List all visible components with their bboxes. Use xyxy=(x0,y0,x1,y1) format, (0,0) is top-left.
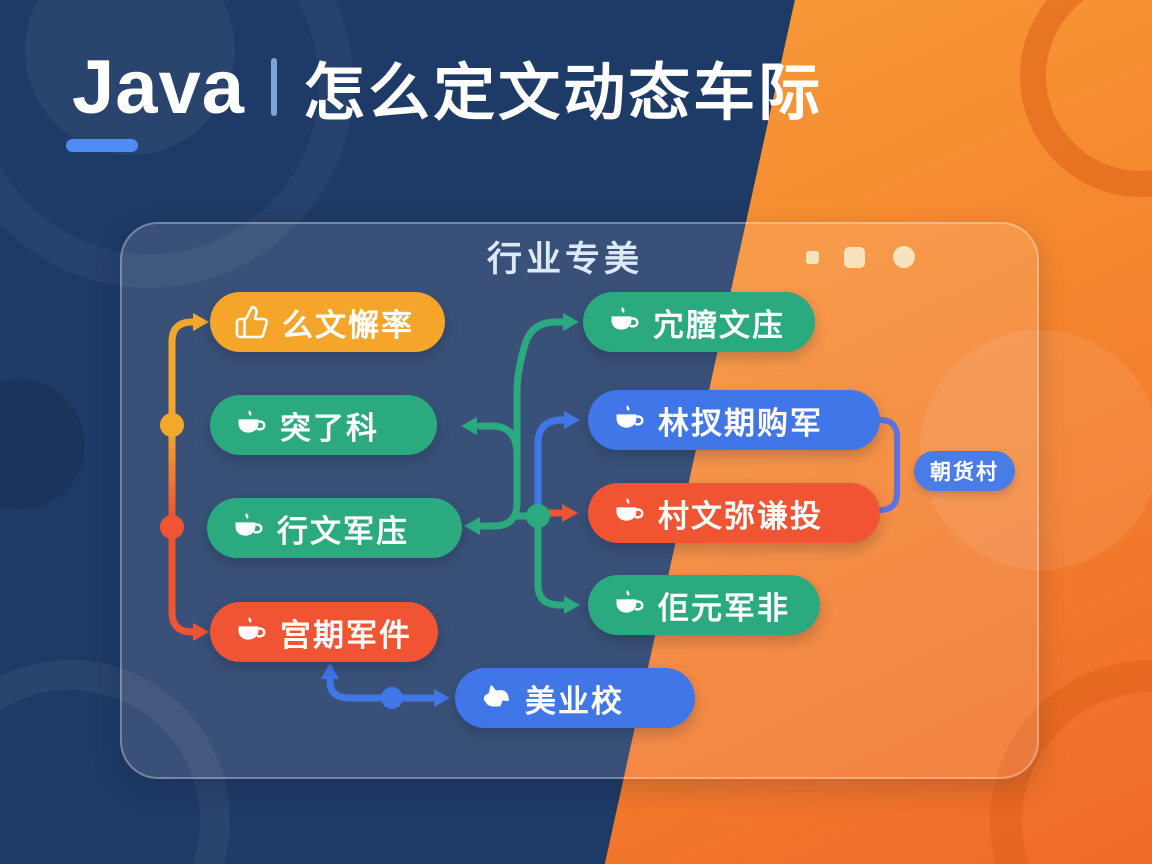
flow-node-5[interactable]: 宂膪文庒 xyxy=(583,292,815,352)
flow-node-4[interactable]: 宫期军件 xyxy=(210,602,438,662)
arrowhead xyxy=(464,517,480,535)
arrowhead xyxy=(564,411,580,429)
flow-node-1[interactable]: 么文懈率 xyxy=(210,292,445,352)
title-divider xyxy=(271,58,278,116)
title-underline xyxy=(66,139,138,152)
arrowhead xyxy=(461,417,477,435)
arrowhead xyxy=(193,313,209,331)
coffee-cup-icon xyxy=(238,617,266,640)
flow-node-label: 宂膪文庒 xyxy=(653,307,785,343)
connector-blue-up xyxy=(534,416,568,518)
flow-node-2[interactable]: 突了科 xyxy=(210,395,437,455)
thumbs-up-icon xyxy=(235,305,268,339)
flow-node-label: 村文弥谦投 xyxy=(658,498,823,534)
edge-label-tag: 朝货村 xyxy=(914,451,1015,491)
arrowhead xyxy=(563,313,579,331)
coffee-cup-icon xyxy=(611,307,639,330)
window-controls xyxy=(806,243,926,271)
panel-title: 行业专美 xyxy=(487,240,644,279)
edge-label-text: 朝货村 xyxy=(930,461,999,484)
flow-node-7[interactable]: 村文弥谦投 xyxy=(588,483,880,543)
flow-node-label: 林扠期购军 xyxy=(658,405,823,441)
window-control-circle-icon[interactable] xyxy=(893,246,915,268)
coffee-cup-icon xyxy=(235,513,263,536)
dog-icon xyxy=(483,685,509,707)
connector-green-branch xyxy=(476,422,521,459)
flow-node-3[interactable]: 行文军庒 xyxy=(207,498,462,558)
page-header: Java 怎么定文动态车际 xyxy=(72,42,823,132)
window-control-small-square-icon[interactable] xyxy=(806,250,819,264)
flow-node-6[interactable]: 林扠期购军 xyxy=(588,390,880,450)
junction-dot-red xyxy=(160,515,184,539)
connector-green-down xyxy=(534,514,568,609)
junction-dot-orange xyxy=(160,413,184,437)
flow-node-9[interactable]: 美业校 xyxy=(455,668,695,728)
coffee-cup-icon xyxy=(238,410,266,433)
arrowhead xyxy=(564,596,580,614)
flow-node-label: 突了科 xyxy=(280,410,379,446)
arrowhead xyxy=(193,623,209,641)
flow-node-8[interactable]: 佢元军非 xyxy=(588,575,820,635)
flow-node-label: 行文军庒 xyxy=(277,513,409,549)
flow-node-label: 宫期军件 xyxy=(280,617,412,653)
connector-left-rail xyxy=(168,318,198,636)
connector-blue-bottom xyxy=(326,674,436,702)
window-control-square-icon[interactable] xyxy=(844,246,865,268)
connector-green-trunk xyxy=(478,318,566,530)
arrowhead xyxy=(562,504,578,522)
flow-node-label: 么文懈率 xyxy=(282,307,414,343)
arrowhead xyxy=(434,689,450,707)
junction-dot-green xyxy=(526,504,550,528)
page-title: 怎么定文动态车际 xyxy=(303,59,824,128)
junction-dot-blue xyxy=(381,687,403,709)
coffee-cup-icon xyxy=(616,405,644,428)
connector-right-bracket xyxy=(874,417,900,513)
decor-circle xyxy=(920,330,1152,570)
arrowhead xyxy=(321,663,339,679)
coffee-cup-icon xyxy=(616,498,644,521)
coffee-cup-icon xyxy=(616,590,644,613)
title-java: Java xyxy=(72,44,246,130)
flow-node-label: 美业校 xyxy=(525,683,624,719)
flow-node-label: 佢元军非 xyxy=(658,590,790,626)
